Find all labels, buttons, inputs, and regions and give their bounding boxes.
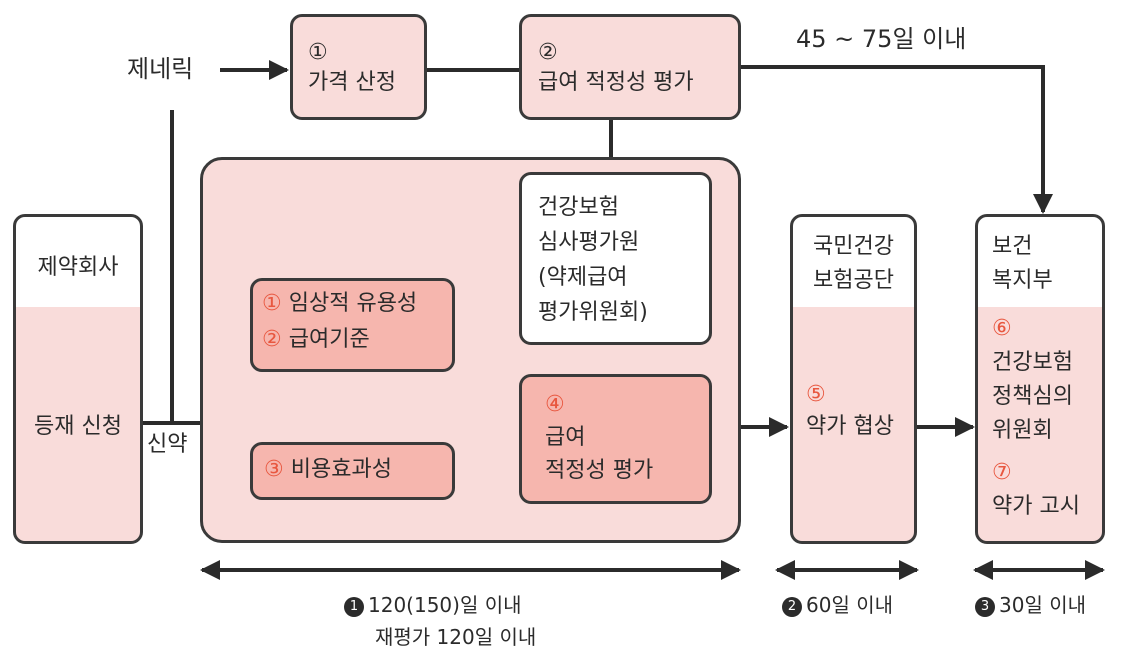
top-eval-label: 급여 적정성 평가 [538, 70, 694, 95]
pharma-body: 등재 신청 [34, 414, 122, 439]
adequacy-line-2: 적정성 평가 [545, 458, 654, 483]
mohw-number-6: ⑥ [992, 316, 1012, 341]
mohw-body-4: 약가 고시 [992, 494, 1080, 519]
criteria-line-1: ① 임상적 유용성 [262, 289, 417, 319]
generic-label: 제네릭 [127, 55, 194, 83]
duration-1-sub: 재평가 120일 이내 [375, 625, 537, 649]
hira-line-3: (약제급여 [538, 265, 628, 290]
hira-committee-box [519, 172, 712, 345]
criteria-line-2: ② 급여기준 [262, 325, 370, 355]
adequacy-box [519, 374, 712, 504]
pharma-title: 제약회사 [37, 255, 119, 280]
mohw-body-2: 정책심의 [992, 384, 1073, 409]
nhis-box [790, 214, 917, 544]
duration-3-number: 3 [975, 597, 995, 617]
duration-3-label: 30일 이내 [999, 593, 1087, 617]
mohw-line-1: 보건 [992, 234, 1033, 259]
pharma-box [13, 214, 143, 544]
adequacy-line-1: 급여 [545, 425, 586, 450]
duration-1-number: 1 [344, 597, 364, 617]
pricing-label: 가격 산정 [308, 70, 396, 95]
duration-1-label: 120(150)일 이내 [368, 593, 522, 617]
mohw-line-2: 복지부 [992, 268, 1053, 293]
pricing-number: ① [308, 40, 328, 65]
duration-2-label: 60일 이내 [806, 593, 894, 617]
top-eval-number: ② [538, 40, 558, 65]
duration-2-number: 2 [782, 597, 802, 617]
mohw-body-1: 건강보험 [992, 350, 1073, 375]
nhis-line-2: 보험공단 [813, 268, 894, 293]
criteria-number-2: ② [262, 327, 282, 352]
hira-line-2: 심사평가원 [538, 230, 640, 255]
pricing-box [290, 14, 427, 120]
cost-effectiveness-number: ③ [264, 457, 284, 482]
new-drug-label: 신약 [147, 432, 188, 457]
criteria-label-2: 급여기준 [288, 327, 370, 352]
adequacy-number: ④ [545, 392, 565, 417]
nhis-body: 약가 협상 [806, 414, 894, 439]
mohw-box [975, 214, 1105, 544]
criteria-label-1: 임상적 유용성 [288, 291, 418, 316]
mohw-number-7: ⑦ [992, 460, 1012, 485]
hira-line-1: 건강보험 [538, 195, 619, 220]
cost-effectiveness-label: 비용효과성 [290, 457, 392, 482]
top-eval-box [519, 14, 741, 120]
cost-effectiveness-line: ③ 비용효과성 [264, 455, 392, 485]
mohw-body-3: 위원회 [992, 418, 1053, 443]
top-deadline-label: 45 ~ 75일 이내 [796, 25, 967, 53]
criteria-box [250, 278, 455, 372]
cost-effectiveness-box [250, 442, 455, 500]
nhis-line-1: 국민건강 [813, 234, 894, 259]
top-deadline-arrow [741, 65, 1053, 214]
hira-line-4: 평가위원회) [538, 300, 648, 325]
criteria-number-1: ① [262, 291, 282, 316]
nhis-number: ⑤ [806, 382, 826, 407]
